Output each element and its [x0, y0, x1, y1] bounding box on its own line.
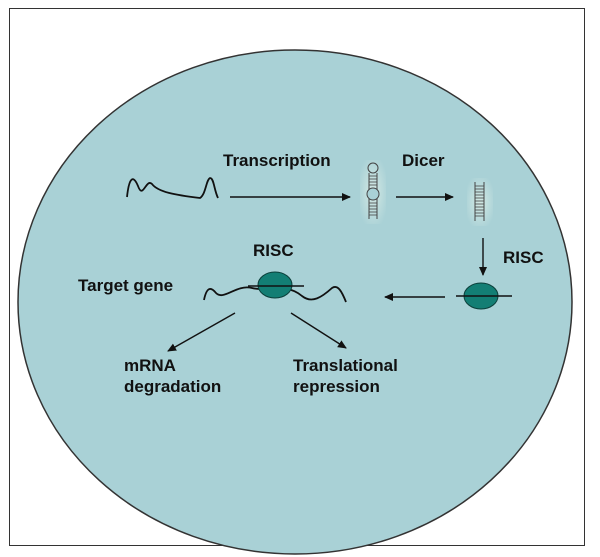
label-risc-loading: RISC: [503, 248, 544, 267]
degradation-arrow: [167, 312, 236, 352]
label-target-gene: Target gene: [78, 276, 174, 295]
risc-complex-bound: [248, 271, 304, 299]
label-translational-repression: Translational repression: [293, 356, 398, 396]
mirna-duplex: [467, 178, 493, 226]
label-transcription: Transcription: [223, 151, 331, 170]
pre-mirna-hairpin: [360, 160, 386, 224]
cell-body: [17, 49, 573, 555]
label-risc-bound: RISC: [253, 241, 294, 260]
label-dicer: Dicer: [402, 151, 445, 170]
repression-arrow: [290, 312, 347, 349]
risc-complex-loaded: [456, 282, 512, 310]
label-mrna-degradation: mRNA degradation: [124, 356, 222, 396]
gene-squiggle: [126, 177, 219, 199]
